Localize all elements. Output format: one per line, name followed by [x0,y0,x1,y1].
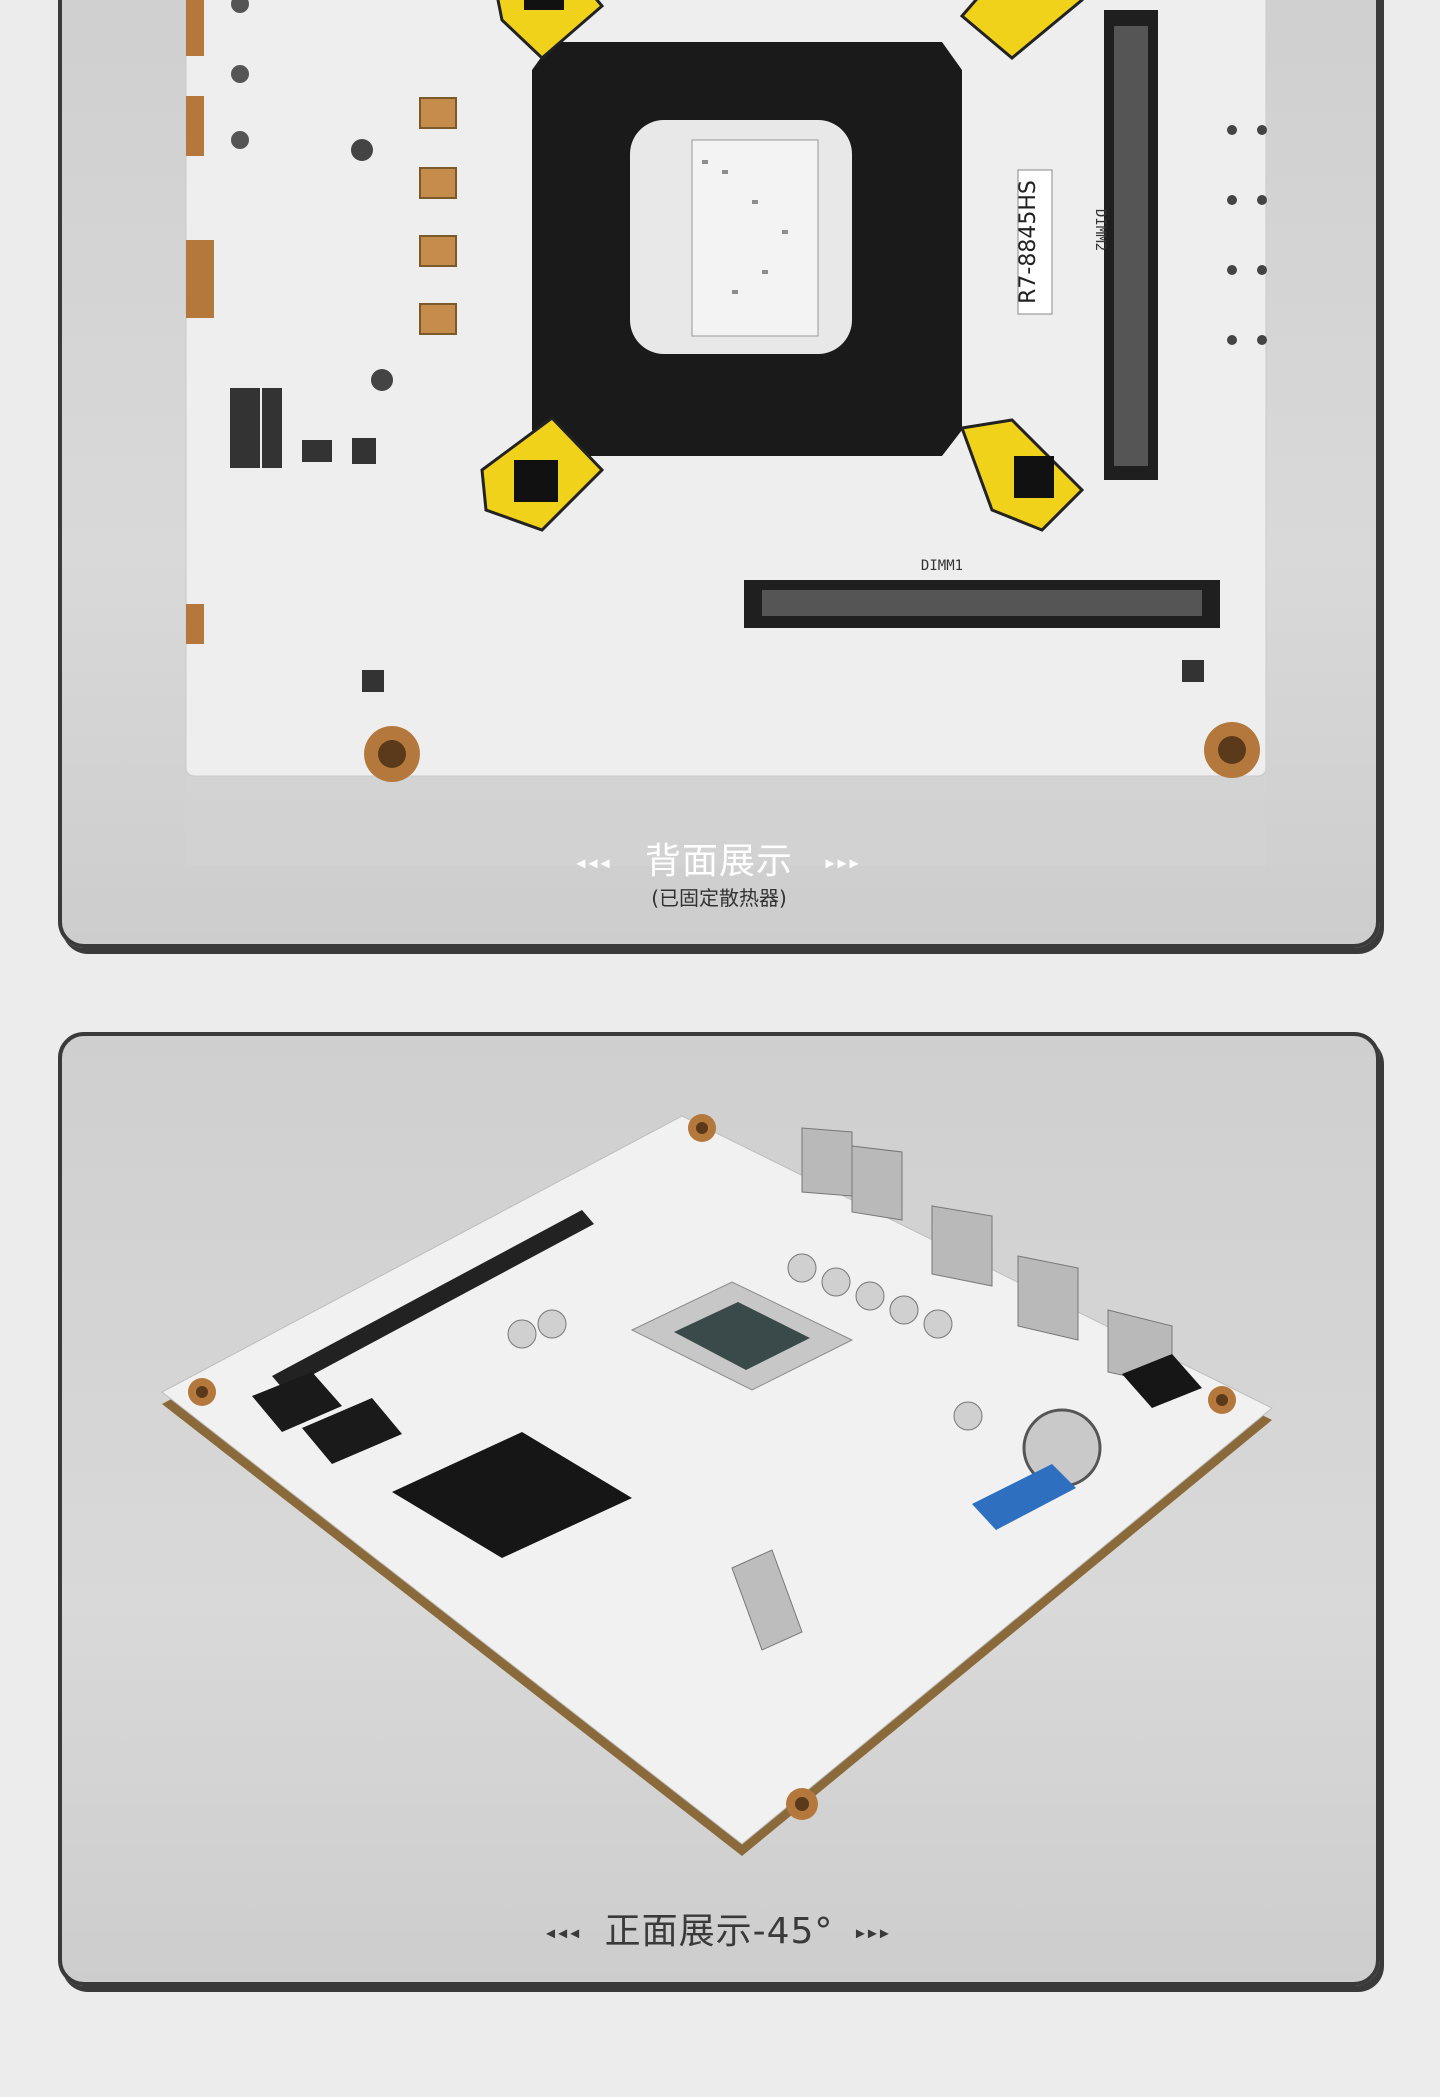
rear-view-panel: R7-8845HS DIMM2 DIMM1 ◂◂◂ 背面展示 ▸▸▸ (已固定散… [58,0,1380,948]
rear-view-caption: ◂◂◂ 背面展示 ▸▸▸ [62,832,1376,884]
pcie-slot [272,1210,594,1390]
dimm1-label: DIMM1 [921,558,963,574]
left-arrows-icon: ◂◂◂ [576,852,613,874]
heatsink [480,0,1085,532]
rear-view-title: 背面展示 [644,841,793,882]
front-board-illustration [161,1114,1273,1856]
atx-connector [392,1432,632,1558]
left-arrows-icon: ◂◂◂ [546,1922,583,1944]
front-view-caption: ◂◂◂ 正面展示-45° ▸▸▸ [62,1902,1376,1954]
front-view-title: 正面展示-45° [604,1911,834,1952]
right-arrows-icon: ▸▸▸ [855,1922,892,1944]
usb-header [972,1464,1076,1530]
front-view-panel: ◂◂◂ 正面展示-45° ▸▸▸ [58,1032,1380,1986]
dimm2-label: DIMM2 [1092,209,1108,251]
front-board [161,1115,1273,1845]
rear-view-subcaption: (已固定散热器) [651,886,787,910]
right-arrows-icon: ▸▸▸ [825,852,862,874]
rear-board-illustration: R7-8845HS DIMM2 DIMM1 [185,0,1267,866]
cpu-model-label: R7-8845HS [1016,180,1041,304]
